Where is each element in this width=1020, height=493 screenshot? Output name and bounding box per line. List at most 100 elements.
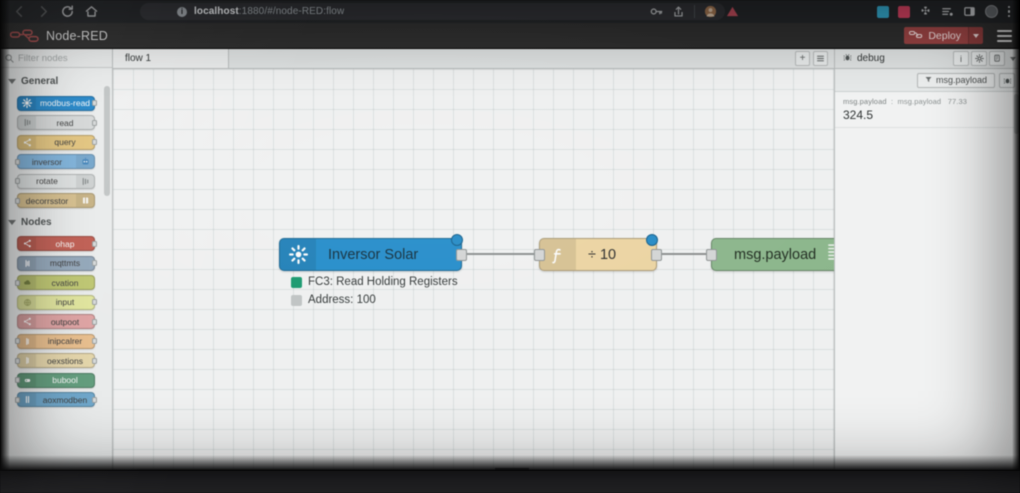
palette-scroll-area[interactable]: General modbus-read read (0, 68, 112, 472)
search-icon (5, 53, 14, 63)
wire-function-to-debug[interactable] (658, 253, 712, 255)
profile-chip-icon[interactable] (985, 5, 998, 18)
palette-node[interactable]: inversor (15, 154, 95, 169)
deploy-control[interactable]: Deploy (904, 27, 983, 44)
right-sidebar: debug i msg.p (834, 49, 1020, 493)
flow-node-label: msg.payload (734, 246, 817, 263)
three-dot-menu-icon[interactable] (1007, 5, 1011, 18)
palette-node[interactable]: oexstions (15, 353, 97, 368)
palette-category-label: Nodes (21, 216, 52, 228)
palette-node[interactable]: mqttmts (17, 255, 97, 271)
canvas-grid (113, 69, 834, 493)
palette-node[interactable]: query (17, 134, 97, 150)
flow-node-msg-payload-debug[interactable]: msg.payload (706, 238, 834, 271)
palette-node[interactable]: aoxmodben (15, 392, 97, 407)
profile-avatar-icon[interactable] (704, 5, 717, 18)
browser-actions (650, 0, 1020, 23)
palette-node[interactable]: cvation (15, 275, 95, 290)
palette-node-port (92, 260, 97, 266)
palette-node-label: rotate (36, 176, 58, 186)
palette-node[interactable]: inipcalrer (15, 333, 97, 349)
address-bar-url: localhost:1880/#/node-RED:flow (194, 6, 345, 17)
forward-arrow-icon[interactable] (36, 4, 51, 19)
settings-gear-button[interactable] (971, 51, 987, 66)
palette-category-general[interactable]: General (0, 72, 112, 91)
info-button[interactable]: i (953, 51, 969, 66)
palette-category-nodes[interactable]: Nodes (0, 213, 112, 232)
palette-node-port (92, 338, 97, 344)
deploy-icon (909, 30, 923, 42)
node-status-fc3: FC3: Read Holding Registers (291, 276, 458, 288)
palette-node[interactable]: bubool (15, 372, 95, 388)
palette-node-port (15, 338, 20, 344)
debug-scrollbar[interactable] (1014, 94, 1019, 134)
bars-icon (18, 334, 36, 348)
debug-message-value: 324.5 (843, 108, 874, 122)
copy-button[interactable] (989, 51, 1005, 66)
debug-message-meta: msg.payload : msg.payload 77.33 (843, 97, 968, 106)
palette-node[interactable]: input (17, 294, 97, 310)
reload-icon[interactable] (60, 4, 75, 19)
list-flows-button[interactable] (813, 51, 828, 66)
red-extension-icon[interactable] (898, 5, 910, 18)
palette-node-label: decorrsstor (25, 195, 69, 206)
palette-scrollbar[interactable] (104, 86, 110, 196)
status-dot-grey (291, 294, 302, 306)
palette-node[interactable]: rotate (15, 173, 95, 189)
palette-search[interactable]: Filter nodes (0, 49, 112, 68)
password-key-icon[interactable] (650, 5, 663, 18)
add-flow-button[interactable]: + (795, 51, 810, 66)
bars-icon (18, 256, 36, 270)
globe-icon (18, 295, 36, 309)
palette-node-port (92, 318, 97, 325)
palette-node[interactable]: modbus-read (17, 95, 97, 111)
debug-message-list[interactable]: msg.payload : msg.payload 77.33 324.5 (835, 91, 1020, 493)
palette-node-label: bubool (52, 375, 78, 385)
hamburger-menu-icon[interactable] (997, 29, 1012, 42)
node-output-port[interactable] (651, 249, 662, 261)
clear-debug-button[interactable] (999, 72, 1015, 88)
flow-tab[interactable]: flow 1 (113, 49, 229, 68)
shield-extension-icon[interactable] (877, 5, 889, 18)
node-input-port[interactable] (534, 249, 545, 261)
sidebar-more-chevron-icon[interactable] (1010, 56, 1016, 61)
flow-tabbar: flow 1 + (113, 49, 834, 69)
gear-icon (18, 96, 36, 110)
node-status-text: Address: 100 (308, 294, 376, 306)
puzzle-extension-icon[interactable] (919, 5, 932, 18)
sidepanel-icon[interactable] (963, 5, 976, 18)
wire-inversor-to-function[interactable] (462, 253, 540, 255)
sidebar-tab-debug[interactable]: debug (839, 53, 885, 65)
palette-node-port (15, 396, 20, 403)
palette-node-label: query (54, 137, 76, 147)
palette-node[interactable]: decorrsstor (15, 193, 95, 208)
palette-node[interactable]: outpoot (17, 314, 97, 329)
palette-node-label: aoxmodben (42, 394, 88, 405)
debug-message[interactable]: msg.payload : msg.payload 77.33 324.5 (835, 92, 1020, 128)
home-icon[interactable] (84, 4, 99, 19)
share-nodes-icon (18, 237, 36, 250)
node-input-port[interactable] (706, 249, 717, 261)
playlist-icon[interactable] (941, 5, 954, 18)
share-nodes-icon (18, 135, 36, 149)
palette-node-port (15, 357, 20, 364)
flow-node-divide-by-10[interactable]: ÷ 10 (534, 234, 662, 271)
site-info-icon[interactable]: i (177, 6, 187, 17)
function-f-icon (540, 239, 576, 270)
palette-node-port (92, 357, 97, 364)
palette-node[interactable]: ohap (17, 236, 97, 251)
unsaved-changes-indicator (451, 234, 463, 246)
flow-canvas[interactable]: Inversor Solar FC3: Read Holding Registe… (113, 69, 834, 493)
back-arrow-icon[interactable] (12, 4, 27, 19)
palette-node[interactable]: read (17, 115, 97, 130)
address-bar[interactable]: i localhost:1880/#/node-RED:flow (140, 3, 725, 20)
share-icon[interactable] (672, 5, 685, 18)
editor-body: Filter nodes General modbus-read (0, 49, 1020, 493)
node-output-port[interactable] (456, 249, 467, 261)
debug-filter-chip[interactable]: msg.payload (916, 72, 995, 88)
flow-node-inversor-solar[interactable]: Inversor Solar (279, 234, 467, 271)
palette-node-port (92, 240, 97, 247)
deploy-dropdown-button[interactable] (968, 27, 983, 44)
warning-triangle-icon[interactable] (726, 5, 739, 18)
deploy-button[interactable]: Deploy (904, 27, 968, 44)
